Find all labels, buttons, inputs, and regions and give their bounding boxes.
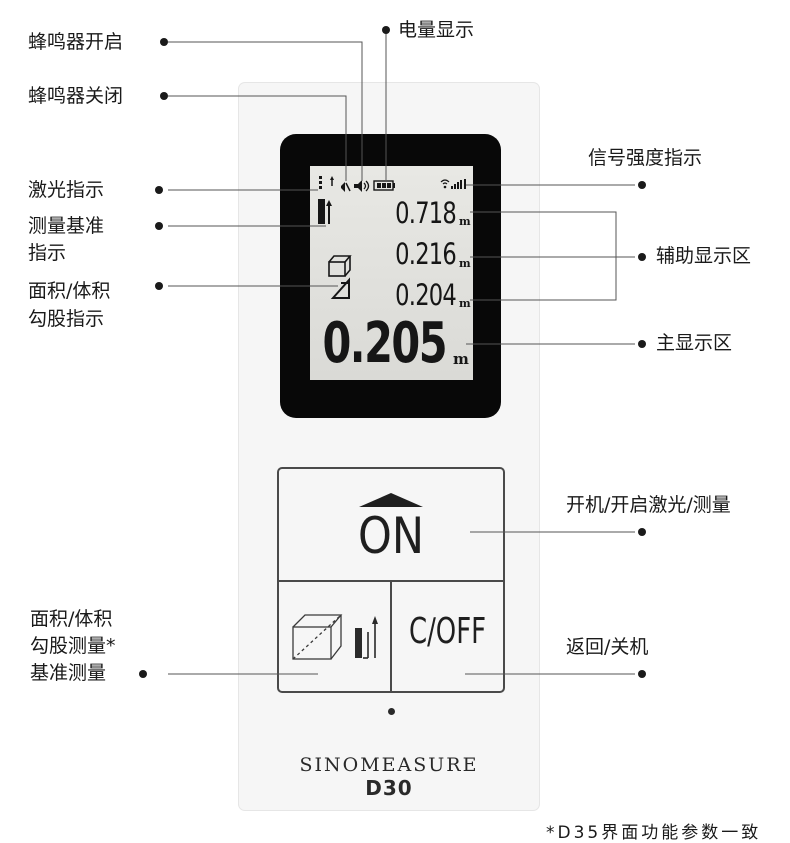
label-buzzer-off: 蜂鸣器关闭 — [28, 85, 124, 107]
label-area-volume-line1: 面积/体积 — [28, 280, 111, 302]
label-reference-line2: 指示 — [28, 242, 67, 264]
callout-dot — [155, 282, 163, 290]
label-signal: 信号强度指示 — [588, 147, 703, 169]
pythagoras-icon — [330, 277, 350, 299]
area-volume-icon — [328, 255, 352, 277]
secondary-reading-3: 0.204 — [395, 278, 457, 312]
secondary-reading-1: 0.718 — [395, 196, 457, 230]
buzzer-off-icon — [341, 182, 351, 192]
label-area-measure-line1: 面积/体积 — [30, 608, 113, 630]
signal-strength-icon — [440, 179, 466, 189]
keypad: ON C/OFF — [277, 467, 505, 693]
callout-dot — [155, 186, 163, 194]
up-triangle-icon — [359, 493, 423, 507]
label-reference-line1: 测量基准 — [28, 215, 105, 237]
buzzer-on-icon — [354, 180, 370, 192]
label-power-measure: 开机/开启激光/测量 — [566, 494, 731, 516]
callout-dot — [638, 181, 646, 189]
indicator-dot — [388, 708, 395, 715]
c-off-button[interactable]: C/OFF — [392, 582, 503, 691]
callout-dot — [638, 528, 646, 536]
unit-label-1: m — [459, 215, 471, 228]
label-laser: 激光指示 — [28, 179, 105, 201]
area-reference-button[interactable] — [279, 582, 392, 691]
on-button-label: ON — [357, 507, 425, 565]
label-area-volume-line2: 勾股指示 — [28, 308, 105, 330]
lcd-screen — [310, 166, 473, 380]
battery-icon — [373, 180, 395, 191]
label-back-off: 返回/关机 — [566, 636, 649, 658]
reference-indicator-icon — [318, 176, 334, 224]
callout-dot — [638, 253, 646, 261]
callout-dot — [638, 340, 646, 348]
cube-reference-icon — [292, 614, 378, 660]
label-buzzer-on: 蜂鸣器开启 — [28, 31, 124, 53]
model-name: D30 — [365, 776, 413, 800]
on-button[interactable]: ON — [279, 469, 503, 582]
label-area-measure-line2: 勾股测量* — [30, 635, 116, 657]
label-area-measure-line3: 基准测量 — [30, 662, 107, 684]
callout-dot — [638, 670, 646, 678]
brand-name: SINOMEASURE — [299, 754, 479, 776]
secondary-reading-2: 0.216 — [395, 237, 457, 271]
unit-label-3: m — [459, 297, 471, 310]
callout-dot — [139, 670, 147, 678]
c-off-button-label: C/OFF — [408, 611, 487, 652]
callout-dot — [155, 222, 163, 230]
callout-dot — [160, 92, 168, 100]
label-aux-display: 辅助显示区 — [656, 245, 752, 267]
unit-label-2: m — [459, 257, 471, 270]
label-main-display: 主显示区 — [656, 332, 733, 354]
callout-dot — [382, 26, 390, 34]
callout-dot — [160, 38, 168, 46]
main-unit-label: m — [453, 350, 469, 368]
main-reading: 0.205 — [322, 311, 447, 376]
footnote: *D35界面功能参数一致 — [546, 823, 762, 843]
laser-indicator-icon — [319, 176, 322, 189]
label-battery: 电量显示 — [398, 19, 475, 41]
